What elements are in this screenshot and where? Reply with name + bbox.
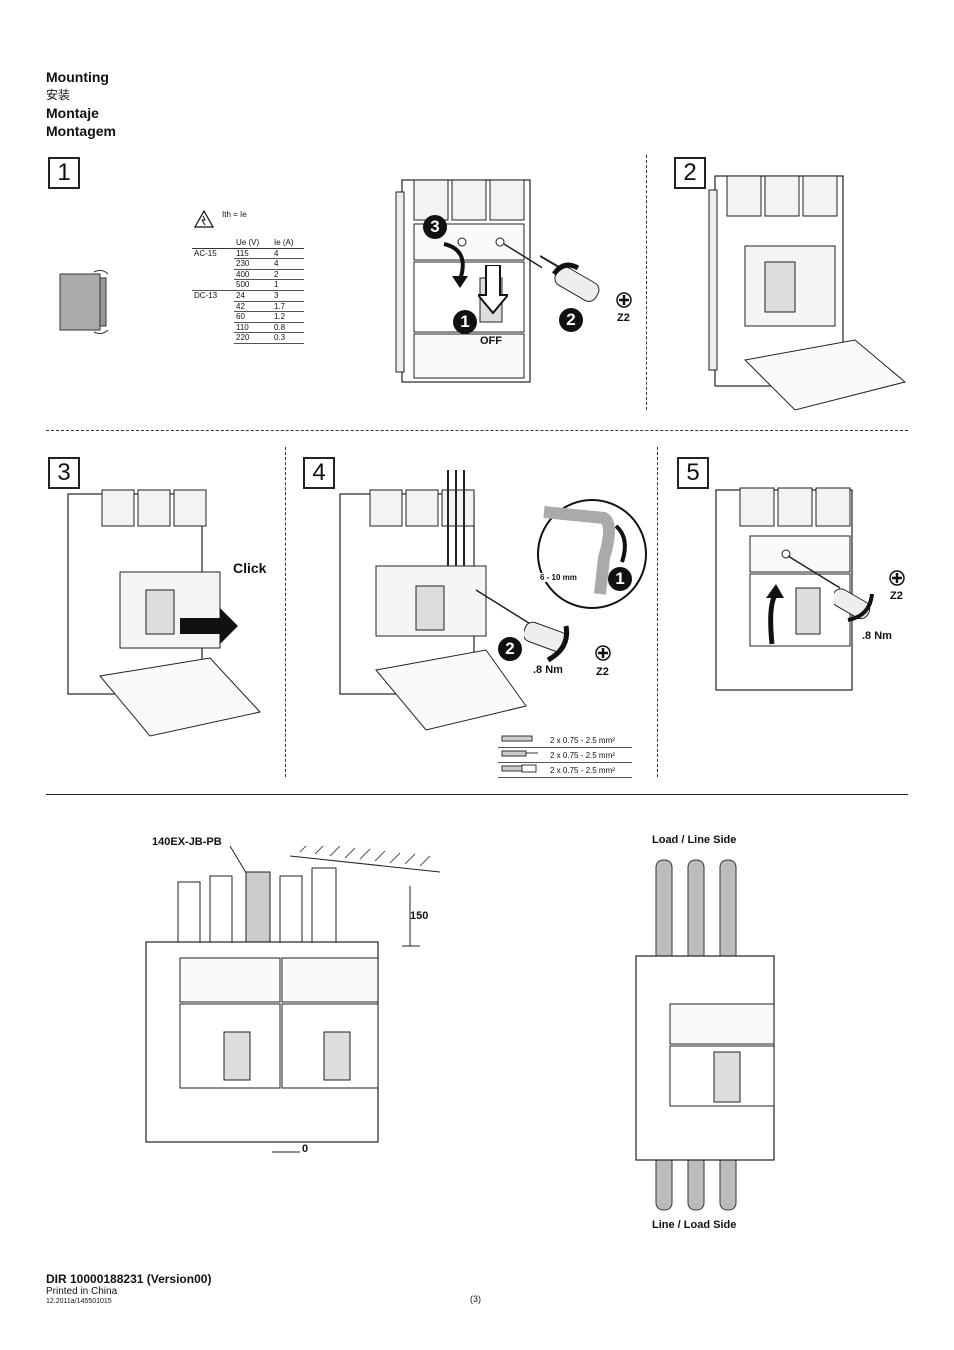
step-1-box: 1 bbox=[48, 157, 80, 189]
down-arrow-icon bbox=[478, 265, 508, 315]
title-pt: Montagem bbox=[46, 123, 116, 139]
table-cell bbox=[192, 301, 234, 312]
screwdriver-step5-icon bbox=[834, 588, 874, 622]
table-cell: 230 bbox=[234, 258, 272, 270]
page-number: (3) bbox=[470, 1294, 481, 1304]
warning-icon bbox=[194, 210, 214, 228]
side-by-side-breakers-illustration bbox=[145, 846, 440, 1153]
table-cell bbox=[192, 269, 234, 280]
tool-label-z2: Z2 bbox=[596, 666, 609, 678]
screwdriver-step4-icon bbox=[524, 621, 570, 663]
table-cell: 42 bbox=[234, 301, 272, 313]
table-cell: 0.8 bbox=[272, 322, 304, 334]
solid-wire-icon bbox=[501, 735, 533, 742]
table-cell: 400 bbox=[234, 269, 272, 281]
table-cell: 110 bbox=[234, 322, 272, 334]
divider-4-5 bbox=[657, 447, 658, 777]
printed-in: Printed in China bbox=[46, 1286, 118, 1297]
stranded-wire-icon bbox=[501, 750, 538, 757]
table-cell: 220 bbox=[234, 332, 272, 344]
divider-3-4 bbox=[285, 447, 286, 777]
screwdriver-icon bbox=[540, 255, 600, 302]
phillips-screw-icon bbox=[595, 645, 611, 661]
ferrule-wire-icon bbox=[501, 764, 537, 773]
table-cell bbox=[192, 259, 234, 270]
breaker-illustration-step4 bbox=[339, 470, 533, 731]
print-code: 12.2011a/145501015 bbox=[46, 1298, 112, 1305]
breaker-illustration-step5 bbox=[715, 487, 853, 691]
bottom-side-label: Line / Load Side bbox=[652, 1219, 737, 1231]
table-cell bbox=[192, 312, 234, 323]
top-side-label: Load / Line Side bbox=[652, 834, 737, 846]
table-cell: 4 bbox=[272, 248, 304, 260]
torque-step4: .8 Nm bbox=[533, 664, 563, 676]
mounting-heading: Mounting 安装 Montaje Montagem bbox=[46, 68, 116, 140]
table-cell bbox=[192, 333, 234, 344]
step-5-box: 5 bbox=[677, 457, 709, 489]
col-ue: Ue (V) bbox=[234, 238, 272, 249]
wire-strip-detail bbox=[537, 499, 647, 609]
auxiliary-contact-illustration bbox=[59, 269, 109, 335]
table-cell: 2 x 0.75 - 2.5 mm² bbox=[548, 762, 632, 778]
step-2-box: 2 bbox=[674, 157, 706, 189]
divider-row1 bbox=[46, 430, 908, 431]
table-cell: 2 x 0.75 - 2.5 mm² bbox=[548, 733, 632, 748]
strip-length: 6 - 10 mm bbox=[540, 573, 577, 582]
table-cell: 500 bbox=[234, 279, 272, 291]
table-cell: 0.3 bbox=[272, 332, 304, 344]
divider-row2 bbox=[46, 794, 908, 795]
callout-1: 1 bbox=[453, 310, 477, 334]
wire-table: 2 x 0.75 - 2.5 mm² 2 x 0.75 - 2.5 mm² 2 … bbox=[498, 733, 632, 778]
table-cell: 4 bbox=[272, 258, 304, 270]
rating-formula: Ith = Ie bbox=[222, 210, 247, 219]
breaker-illustration-step3 bbox=[67, 489, 261, 737]
callout-3: 3 bbox=[423, 215, 447, 239]
table-cell: 3 bbox=[272, 290, 304, 302]
table-cell: 2 bbox=[272, 269, 304, 281]
step-4-box: 4 bbox=[303, 457, 335, 489]
table-cell: DC-13 bbox=[192, 289, 234, 302]
table-cell: AC-15 bbox=[194, 248, 217, 258]
phillips-screw-icon bbox=[616, 292, 632, 308]
col-ie: Ie (A) bbox=[272, 238, 304, 249]
table-cell: 1.7 bbox=[272, 301, 304, 313]
distance-label: 150 bbox=[410, 910, 429, 922]
table-cell: 60 bbox=[234, 311, 272, 323]
click-label: Click bbox=[233, 560, 267, 576]
part-number-label: 140EX-JB-PB bbox=[152, 836, 222, 848]
off-label: OFF bbox=[480, 335, 502, 347]
table-cell: 1 bbox=[272, 279, 304, 291]
curved-arrow-icon bbox=[443, 242, 468, 288]
busbar-breaker-illustration bbox=[635, 859, 775, 1211]
callout-4-2: 2 bbox=[498, 637, 522, 661]
callout-2: 2 bbox=[559, 308, 583, 332]
title-zh: 安装 bbox=[46, 88, 71, 102]
tool-label-z2: Z2 bbox=[617, 312, 630, 324]
callout-4-1: 1 bbox=[608, 567, 632, 591]
title-es: Montaje bbox=[46, 105, 99, 121]
breaker-illustration-step2 bbox=[708, 175, 907, 411]
table-cell bbox=[192, 322, 234, 333]
table-cell: 1.2 bbox=[272, 311, 304, 323]
phillips-screw-icon bbox=[889, 570, 905, 586]
divider-1-2 bbox=[646, 155, 647, 410]
table-cell: 2 x 0.75 - 2.5 mm² bbox=[548, 747, 632, 763]
torque-step5: .8 Nm bbox=[862, 630, 892, 642]
doc-id: DIR 10000188231 (Version00) bbox=[46, 1272, 212, 1286]
gap-label: 0 bbox=[302, 1143, 309, 1155]
table-cell: 115 bbox=[234, 248, 272, 260]
table-cell: 24 bbox=[234, 290, 272, 302]
tool-label-z2: Z2 bbox=[890, 590, 903, 602]
step-3-box: 3 bbox=[48, 457, 80, 489]
table-cell bbox=[192, 280, 234, 291]
title-en: Mounting bbox=[46, 69, 109, 85]
